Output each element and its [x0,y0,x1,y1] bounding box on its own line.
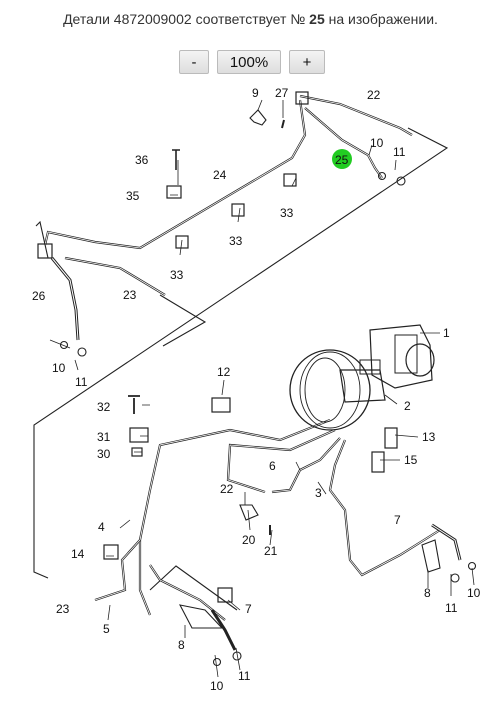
callout-25[interactable]: 25 [335,153,349,167]
callout-30: 30 [97,447,111,461]
callout-35: 35 [126,189,140,203]
callout-5: 6 [269,459,276,473]
callout-23: 23 [123,288,137,302]
frame-line [35,220,49,259]
brake-pipe-5 [271,437,341,494]
callout-11: 11 [75,375,88,389]
callout-11: 11 [445,601,458,615]
frame-line [159,294,207,347]
callout-10: 10 [370,136,384,150]
brake-pipe-4 [138,418,331,616]
callout-13: 13 [422,430,436,444]
brake-pipe-22-top [299,94,413,136]
callout-2: 2 [404,399,411,413]
pipe-clip-12 [211,397,231,413]
nut-11 [232,651,242,661]
clip-7-lower [217,587,233,603]
bolt-10 [59,340,69,350]
callout-22: 22 [367,88,381,102]
zoom-toolbar: - 100% + [179,50,325,74]
callout-32: 32 [97,400,111,414]
bracket-35 [166,185,182,199]
callout-11: 11 [393,145,406,159]
pipe-clip-31 [129,427,149,443]
callout-3: 3 [315,486,322,500]
bolt-10 [377,171,387,181]
callout-8: 8 [178,638,185,652]
bracket-8-lower [178,604,224,629]
callout-23: 23 [56,602,70,616]
brake-pipe-23-upper [64,256,166,296]
brake-reservoir [339,369,386,403]
callout-6: 5 [103,622,110,636]
bolt-36 [172,149,180,170]
brake-pipe-24 [43,99,307,250]
zoom-reset-button[interactable]: 100% [217,50,281,74]
callout-10: 10 [52,361,66,375]
callout-20: 20 [242,533,256,547]
callout-27: 27 [275,86,289,100]
bolt-10 [467,561,477,571]
nut-11 [396,176,406,186]
pipe-clip-13 [384,427,398,449]
pipe-clip-15 [371,451,385,473]
callout-24: 24 [213,168,227,182]
nut-11 [77,347,87,357]
bracket-20 [239,504,259,521]
zoom-out-button[interactable]: - [179,50,209,74]
bolt-32 [128,395,140,414]
callout-33: 33 [170,268,184,282]
callout-31: 31 [97,430,111,444]
leader-lines [49,99,475,678]
zoom-in-button[interactable]: + [289,50,325,74]
callout-33: 33 [229,234,243,248]
callout-21: 21 [264,544,278,558]
bolt-27 [281,119,285,129]
bolt-10 [212,657,222,667]
pipe-clip-33 [175,235,189,249]
frame-line [33,127,449,579]
callout-26: 26 [32,289,46,303]
hose-bracket [37,243,53,259]
callout-33: 33 [280,206,294,220]
pipe-clip-33 [283,173,297,187]
callout-10: 10 [210,679,224,693]
callout-7: 7 [245,602,252,616]
callout-7: 7 [394,513,401,527]
abs-modulator [369,324,433,389]
page-title: Детали 4872009002 соответствует № 25 на … [63,11,438,27]
nut-30 [131,447,143,457]
brake-booster [289,349,371,431]
pipe-core [44,99,306,249]
callout-36: 36 [135,153,149,167]
callout-11: 11 [238,669,251,683]
callout-labels: 9 27 22 25 10 11 36 35 24 33 33 33 23 26… [32,86,481,693]
callout-15: 15 [404,453,418,467]
pipe-clip-33 [231,203,245,217]
brake-hose-7-bottom [210,609,237,651]
callout-10: 10 [467,586,481,600]
callout-22: 22 [220,482,234,496]
bracket-9 [249,109,267,126]
connector-block [295,91,309,105]
bracket-8 [421,539,441,573]
nut-11 [450,573,460,583]
callout-4: 4 [98,520,105,534]
callout-14: 14 [71,547,85,561]
callout-12: 12 [217,365,231,379]
frame-line [149,565,238,611]
callout-1: 1 [443,326,450,340]
pipe-clip-14 [103,544,119,560]
highlight-marker[interactable] [332,149,352,169]
callout-9: 9 [252,86,259,100]
callout-8: 8 [424,586,431,600]
